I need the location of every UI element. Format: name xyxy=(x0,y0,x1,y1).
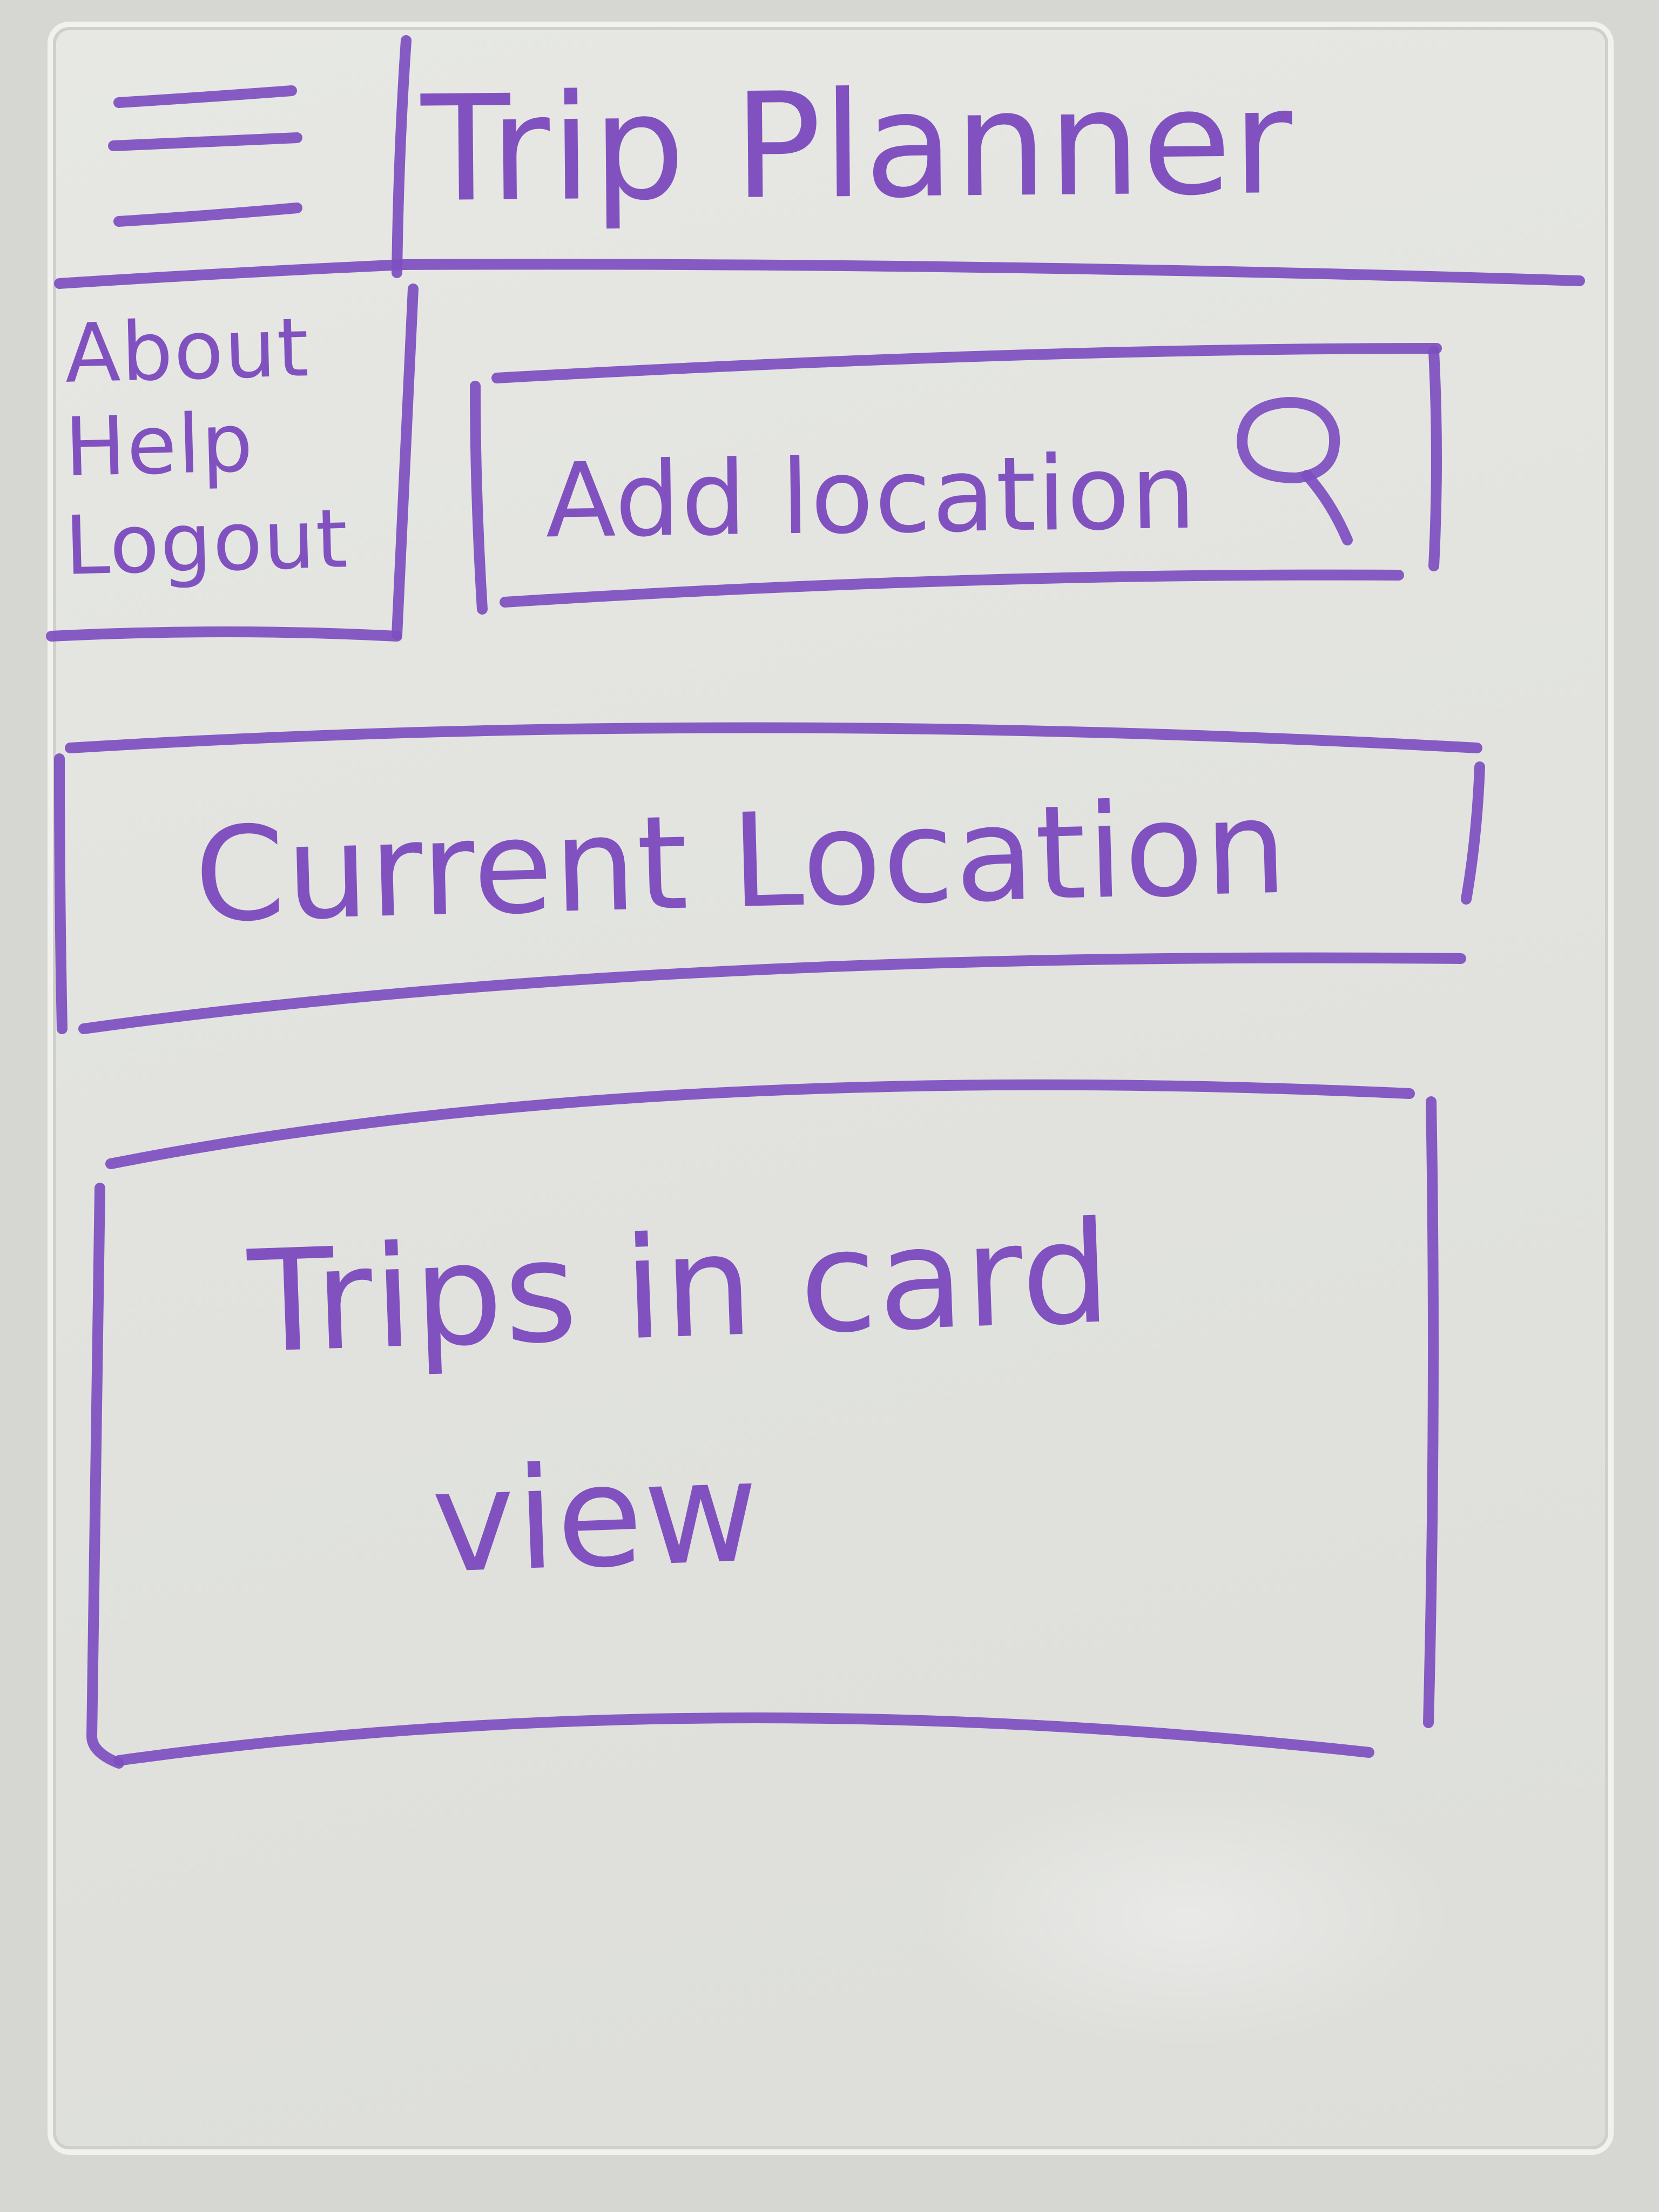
search-box[interactable] xyxy=(475,351,1442,610)
search-box-frame xyxy=(470,343,1442,615)
trips-card[interactable] xyxy=(92,1075,1437,1766)
sidebar-item-logout[interactable]: Logout xyxy=(63,492,350,594)
hamburger-menu-icon[interactable] xyxy=(108,85,302,227)
sidebar-menu-frame xyxy=(46,284,419,642)
sidebar-item-help[interactable]: Help xyxy=(63,396,255,495)
search-icon[interactable] xyxy=(1237,397,1353,545)
menu-button[interactable] xyxy=(97,76,313,232)
current-location-box[interactable] xyxy=(59,718,1485,1031)
trips-card-frame xyxy=(86,1079,1439,1769)
header-divider-vertical xyxy=(392,35,412,278)
header-divider-horizontal xyxy=(54,259,1585,289)
app-title: Trip Planner xyxy=(420,56,1294,235)
current-location-frame xyxy=(54,722,1485,1034)
sidebar-item-about[interactable]: About xyxy=(63,301,311,401)
